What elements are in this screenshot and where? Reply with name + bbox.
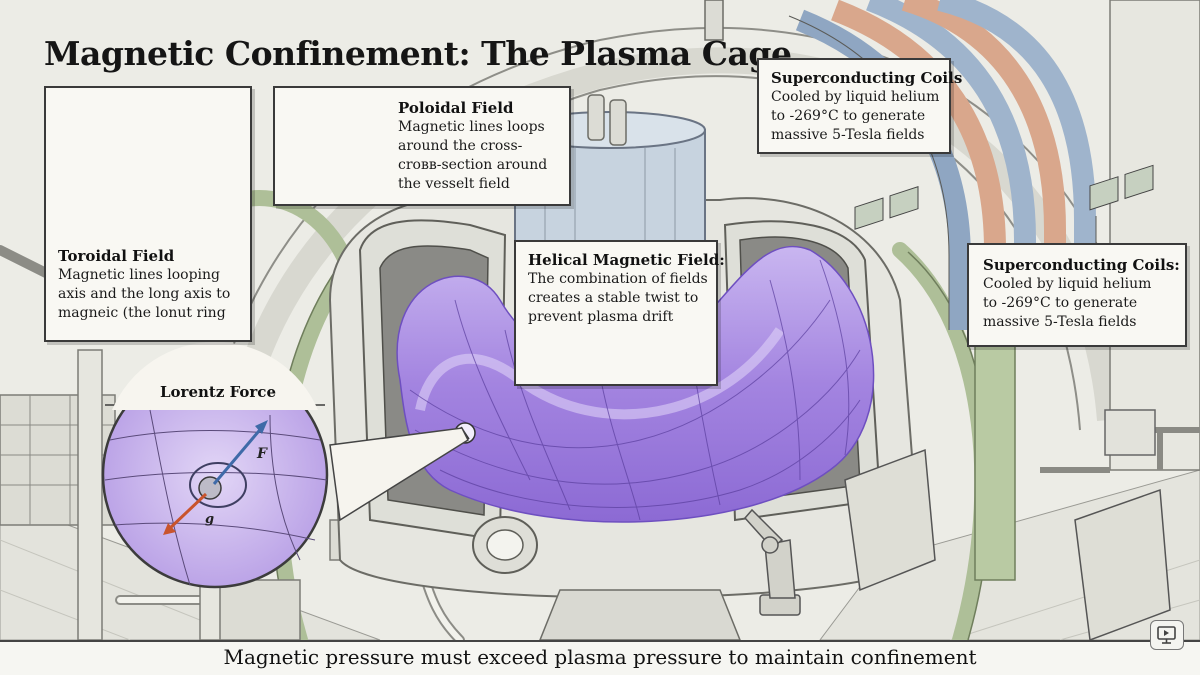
coils-top-description: Cooled by liquid helium to -269°C to gen… (771, 89, 940, 143)
toroidal-field-heading: Toroidal Field (58, 247, 175, 265)
helical-field-description: The combination of fields creates a stab… (528, 271, 708, 325)
slideshow-button[interactable] (1150, 620, 1184, 650)
coils-right-description: Cooled by liquid helium to -269°C to gen… (983, 276, 1152, 330)
toroidal-field-card: Toroidal Field Magnetic lines looping ax… (44, 86, 252, 342)
poloidal-field-description: Magnetic lines loops around the cross- c… (398, 119, 548, 192)
page-title: Magnetic Confinement: The Plasma Cage (44, 34, 792, 73)
poloidal-field-card: Poloidal Field Magnetic lines loops arou… (273, 86, 571, 206)
helical-field-card: Helical Magnetic Field: The combination … (514, 240, 725, 386)
toroidal-field-description: Magnetic lines looping axis and the long… (58, 267, 231, 321)
slideshow-icon (1157, 626, 1176, 644)
coils-top-heading: Superconducting Coils (771, 69, 963, 87)
gravity-vector-label: g (205, 512, 215, 527)
helical-field-heading: Helical Magnetic Field: (528, 251, 725, 269)
superconducting-coils-card-right: Superconducting Coils: Cooled by liquid … (967, 243, 1187, 347)
force-vector-label: F (257, 446, 267, 462)
poloidal-field-heading: Poloidal Field (398, 99, 514, 117)
lorentz-force-label: Lorentz Force (160, 383, 276, 401)
superconducting-coils-card-top: Superconducting Coils Cooled by liquid h… (757, 58, 963, 154)
torus-illustration (46, 88, 250, 240)
coils-right-heading: Superconducting Coils: (983, 256, 1180, 274)
footer-caption: Magnetic pressure must exceed plasma pre… (0, 640, 1200, 675)
